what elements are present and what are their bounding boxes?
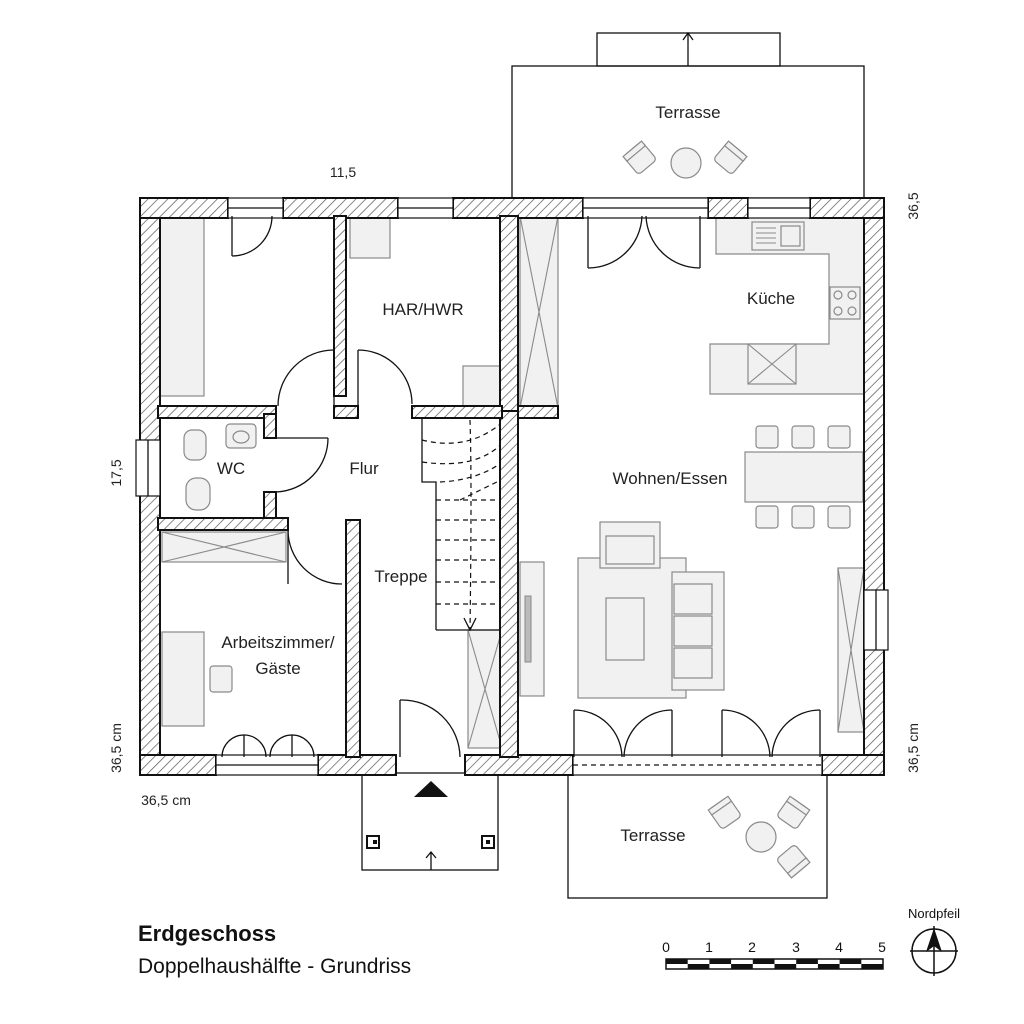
dimension-right-top: 36,5: [905, 192, 921, 219]
room-label-terrasse-south: Terrasse: [620, 826, 685, 845]
scale-tick-5: 5: [878, 939, 886, 955]
dimension-left-mid: 17,5: [108, 459, 124, 486]
scale-tick-0: 0: [662, 939, 670, 955]
plan-title: Erdgeschoss: [138, 921, 276, 946]
scale-tick-1: 1: [705, 939, 713, 955]
room-label-wohnen-essen: Wohnen/Essen: [613, 469, 728, 488]
staircase: [421, 415, 506, 632]
furniture: [159, 215, 865, 749]
room-label-treppe: Treppe: [374, 567, 427, 586]
scale-tick-3: 3: [792, 939, 800, 955]
entrance-porch: [361, 772, 499, 871]
windows: [135, 197, 889, 776]
dimension-left-bottom: 36,5 cm: [108, 723, 124, 773]
room-label-kueche: Küche: [747, 289, 795, 308]
scale-tick-2: 2: [748, 939, 756, 955]
walls: [139, 197, 885, 776]
north-arrow: Nordpfeil: [908, 906, 960, 976]
dimension-bottom-left: 36,5 cm: [141, 792, 191, 808]
terrace-south: [567, 767, 828, 899]
room-label-arbeitszimmer: Arbeitszimmer/: [221, 633, 335, 652]
entrance-arrow-icon: [414, 781, 448, 797]
room-label-har-hwr: HAR/HWR: [382, 300, 463, 319]
dimension-right-bottom: 36,5 cm: [905, 723, 921, 773]
room-label-terrasse-north: Terrasse: [655, 103, 720, 122]
room-label-gaeste: Gäste: [255, 659, 300, 678]
doors: [221, 215, 821, 758]
plan-subtitle: Doppelhaushälfte - Grundriss: [138, 955, 411, 978]
terrace-north: [511, 31, 865, 199]
north-arrow-label: Nordpfeil: [908, 906, 960, 921]
room-label-flur: Flur: [349, 459, 379, 478]
scale-tick-4: 4: [835, 939, 843, 955]
north-arrow-icon: [926, 928, 942, 952]
dimension-top: 11,5: [330, 164, 356, 180]
scale-bar: 0 1 2 3 4 5: [662, 939, 886, 970]
room-label-wc: WC: [217, 459, 245, 478]
